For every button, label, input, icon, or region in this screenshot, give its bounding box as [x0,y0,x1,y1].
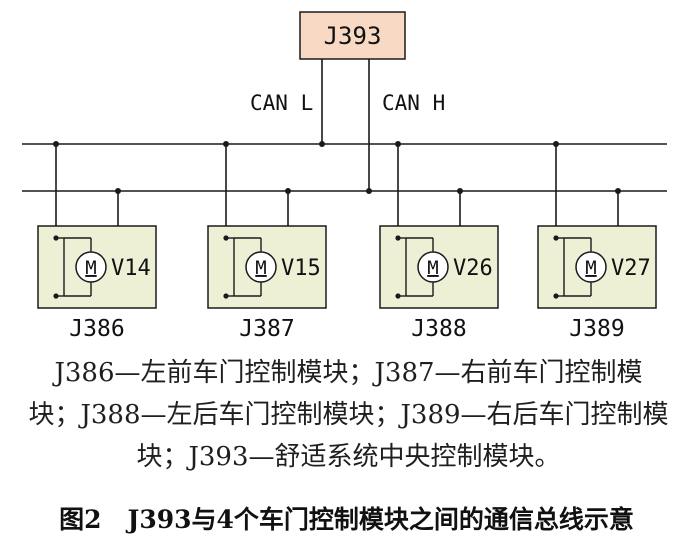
motor-symbol: M [255,257,266,279]
junction-dot [395,141,401,147]
module-label: J387 [239,316,294,342]
motor-label: V26 [453,256,493,281]
legend-line-2: 块；J388—左后车门控制模块；J389—右后车门控制模 [28,400,669,430]
legend-line-1: J386—左前车门控制模块；J387—右前车门控制模 [54,358,643,388]
junction-dot [223,141,229,147]
figure-title: J393与4个车门控制模块之间的通信总线示意 [127,505,634,534]
junction-dot [285,188,291,194]
motor-label: V27 [611,256,651,281]
motor-icon [575,251,607,283]
junction-dot [53,141,59,147]
figure-label: 图2 [59,505,102,534]
junction-dot [457,188,463,194]
motor-icon [245,251,277,283]
central-module-j393: J393 [299,11,406,60]
motor-label: V15 [281,256,321,281]
junction-dot [553,141,559,147]
can-high-label: CAN H [382,91,445,115]
motor-label: V14 [111,256,151,281]
motor-icon [417,251,449,283]
legend-line-3: 块；J393—舒适系统中央控制模块。 [136,442,561,472]
junction-dot [366,188,372,194]
junction-dot [115,188,121,194]
central-module-box [299,11,406,60]
legend: J386—左前车门控制模块；J387—右前车门控制模 块；J388—左后车门控制… [16,352,681,478]
motor-symbol: M [585,257,596,279]
motor-icon [75,251,107,283]
module-label: J386 [69,316,124,342]
module-label: J389 [569,316,624,342]
junction-dot [615,188,621,194]
central-module-label: J393 [324,22,382,50]
motor-symbol: M [85,257,96,279]
junction-dot [319,141,325,147]
can-low-label: CAN L [250,91,313,115]
figure-caption: 图2 J393与4个车门控制模块之间的通信总线示意 [0,500,693,536]
motor-symbol: M [427,257,438,279]
module-label: J388 [411,316,466,342]
